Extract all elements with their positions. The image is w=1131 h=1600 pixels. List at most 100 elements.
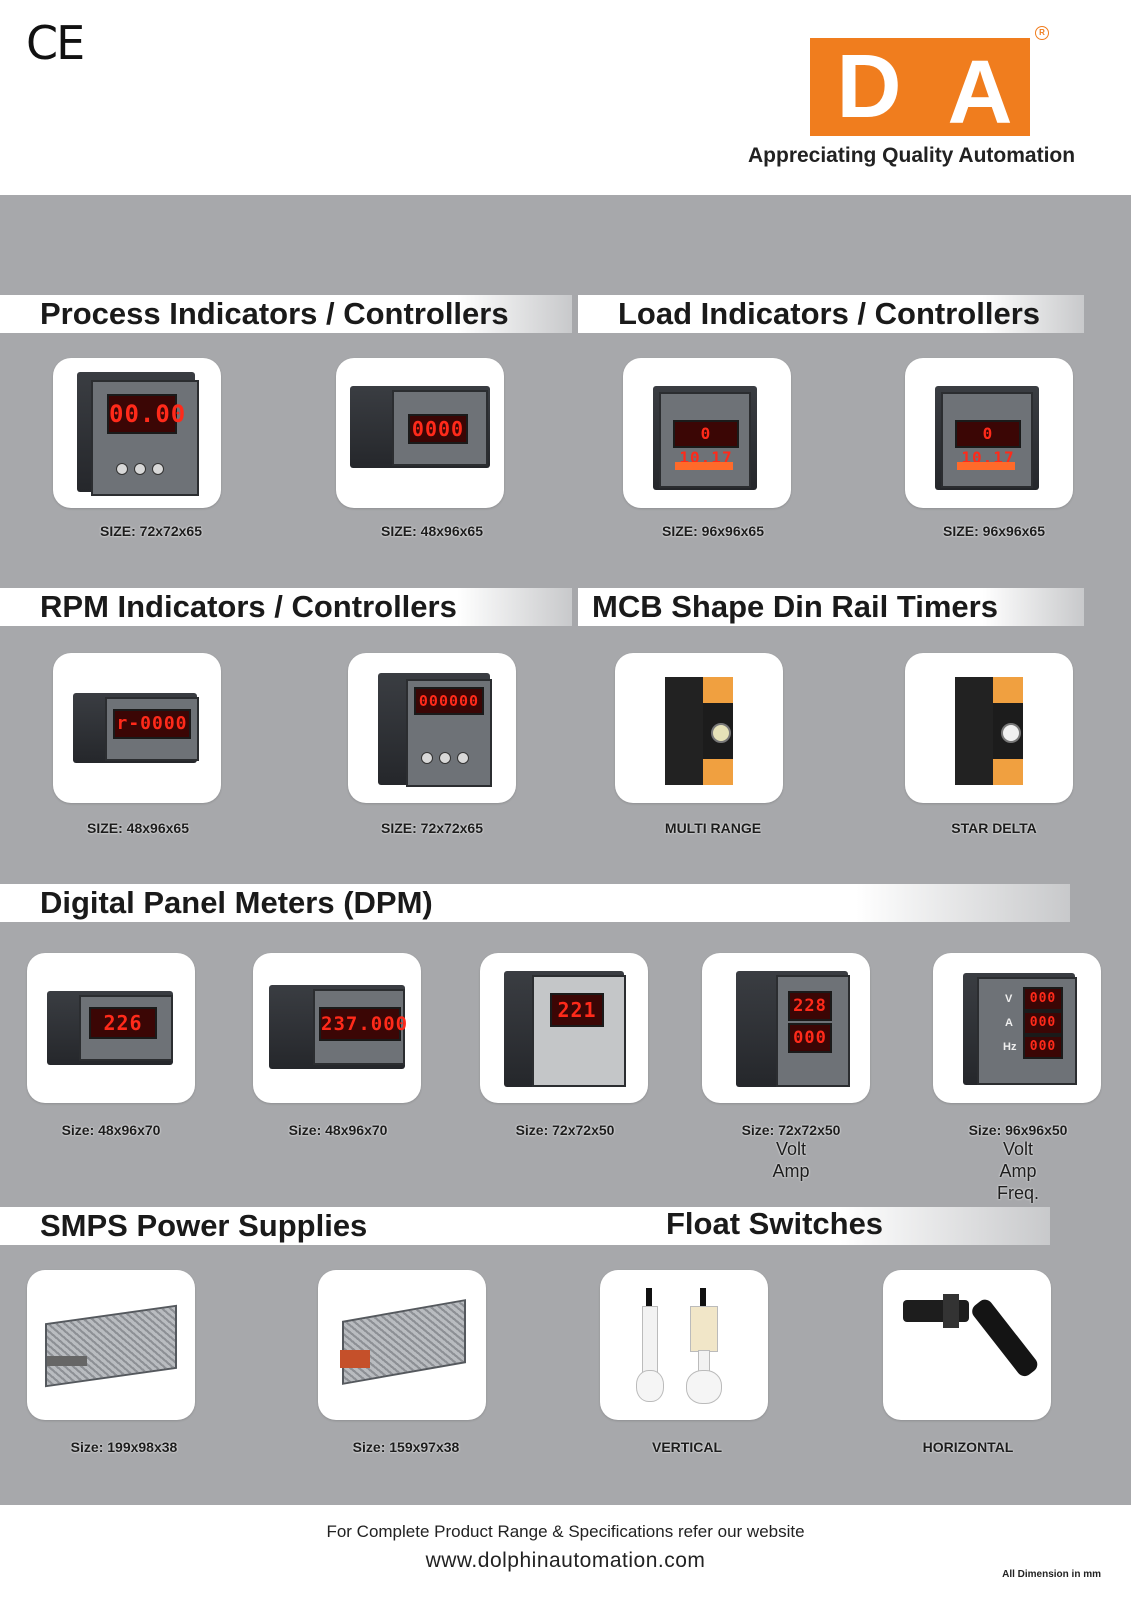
device-display-bottom: 000	[788, 1023, 832, 1053]
label-hz: Hz	[1003, 1041, 1017, 1053]
din-terminal-bottom	[993, 759, 1023, 785]
product-card-rpm-1[interactable]: r-0000	[53, 653, 221, 803]
caption-mcb-2: STAR DELTA	[951, 820, 1037, 836]
page-footer: For Complete Product Range & Specificati…	[0, 1505, 1131, 1600]
caption-dpm-1: Size: 48x96x70	[61, 1122, 161, 1138]
product-card-float-1[interactable]	[600, 1270, 768, 1420]
psu-body	[45, 1304, 177, 1388]
caption-process-2: SIZE: 48x96x65	[381, 523, 483, 539]
caption-load-2: SIZE: 96x96x65	[943, 523, 1045, 539]
registered-icon: R	[1035, 26, 1049, 40]
din-knob-icon	[1001, 723, 1021, 743]
float-ball	[636, 1370, 664, 1402]
din-rail-body	[665, 677, 703, 785]
din-knob-icon	[711, 723, 731, 743]
device-display-freq: 000	[1023, 1035, 1063, 1059]
section-bar-smps-float	[0, 1207, 1050, 1245]
product-card-dpm-5[interactable]: V A Hz 000 000 000	[933, 953, 1101, 1103]
product-card-rpm-2[interactable]: 000000	[348, 653, 516, 803]
label-a: A	[1005, 1017, 1013, 1029]
page-header: CE D A R Appreciating Quality Automation	[0, 0, 1131, 195]
din-terminal-bottom	[703, 759, 733, 785]
float-nut	[943, 1294, 959, 1328]
device-display-volt: 000	[1023, 987, 1063, 1011]
caption-smps-1: Size: 199x98x38	[70, 1439, 178, 1455]
device-display: 237.000	[319, 1007, 407, 1041]
device-display: 00.00	[107, 394, 185, 434]
product-card-dpm-3[interactable]: 221	[480, 953, 648, 1103]
device-display: 0 10.17	[955, 420, 1021, 467]
psu-terminals	[47, 1356, 87, 1366]
caption-float-2: HORIZONTAL	[922, 1439, 1014, 1455]
device-display: 0000	[408, 414, 468, 444]
website-link[interactable]: www.dolphinautomation.com	[425, 1549, 706, 1572]
section-title-mcb: MCB Shape Din Rail Timers	[592, 589, 998, 624]
din-rail-body	[955, 677, 993, 785]
float-housing	[903, 1300, 969, 1322]
device-buttons	[418, 751, 472, 769]
caption-dpm-3: Size: 72x72x50	[515, 1122, 615, 1138]
section-title-smps: SMPS Power Supplies	[40, 1208, 368, 1243]
device-display: 226	[89, 1007, 157, 1039]
device-display-amp: 000	[1023, 1011, 1063, 1035]
caption-dpm-5-freq: Freq.	[996, 1183, 1040, 1203]
device-display-top: 228	[788, 991, 832, 1021]
caption-dpm-2: Size: 48x96x70	[288, 1122, 388, 1138]
ce-mark-icon: CE	[26, 16, 85, 70]
dimension-note: All Dimension in mm	[1002, 1569, 1101, 1580]
device-face	[532, 975, 626, 1087]
product-card-dpm-1[interactable]: 226	[27, 953, 195, 1103]
label-v: V	[1005, 993, 1013, 1005]
product-card-dpm-4[interactable]: 228 000	[702, 953, 870, 1103]
float-cable	[646, 1288, 652, 1310]
product-card-smps-2[interactable]	[318, 1270, 486, 1420]
product-card-process-2[interactable]: 0000	[336, 358, 504, 508]
caption-dpm-4-amp: Amp	[772, 1161, 810, 1181]
section-bar-rpm	[0, 588, 572, 626]
device-display: r-0000	[113, 709, 191, 739]
caption-dpm-4-volt: Volt	[775, 1139, 807, 1159]
caption-process-1: SIZE: 72x72x65	[100, 523, 202, 539]
section-title-float: Float Switches	[666, 1206, 884, 1241]
footer-note: For Complete Product Range & Specificati…	[326, 1522, 805, 1541]
float-stem	[642, 1306, 658, 1378]
section-title-dpm: Digital Panel Meters (DPM)	[40, 885, 433, 920]
caption-dpm-5-volt: Volt	[1002, 1139, 1034, 1159]
section-bar-process	[0, 295, 572, 333]
tagline: Appreciating Quality Automation	[748, 144, 1076, 167]
device-display: 000000	[414, 687, 484, 715]
product-card-smps-1[interactable]	[27, 1270, 195, 1420]
din-terminal-top	[703, 677, 733, 703]
product-card-load-2[interactable]: 0 10.17	[905, 358, 1073, 508]
device-buttons	[113, 462, 167, 480]
section-bar-mcb	[578, 588, 1084, 626]
device-display: 221	[550, 993, 604, 1027]
product-card-mcb-1[interactable]	[615, 653, 783, 803]
caption-dpm-5: Size: 96x96x50	[968, 1122, 1068, 1138]
section-title-process: Process Indicators / Controllers	[40, 296, 509, 331]
float-ball	[686, 1370, 722, 1404]
product-card-load-1[interactable]: 0 10.17	[623, 358, 791, 508]
section-title-rpm: RPM Indicators / Controllers	[40, 589, 457, 624]
product-card-float-2[interactable]	[883, 1270, 1051, 1420]
device-led-bar	[675, 462, 733, 470]
caption-smps-2: Size: 159x97x38	[352, 1439, 460, 1455]
caption-mcb-1: MULTI RANGE	[664, 820, 762, 836]
caption-rpm-2: SIZE: 72x72x65	[381, 820, 483, 836]
product-card-process-1[interactable]: 00.00	[53, 358, 221, 508]
caption-float-1: VERTICAL	[652, 1439, 722, 1455]
float-cable	[700, 1288, 706, 1310]
product-card-mcb-2[interactable]	[905, 653, 1073, 803]
device-display: 0 10.17	[673, 420, 739, 467]
section-bar-load	[578, 295, 1084, 333]
caption-dpm-4: Size: 72x72x50	[741, 1122, 841, 1138]
din-terminal-top	[993, 677, 1023, 703]
logo-letter-a: A	[924, 38, 1030, 142]
logo-letter-d: D	[810, 38, 928, 136]
section-bar-dpm	[0, 884, 1070, 922]
caption-rpm-1: SIZE: 48x96x65	[87, 820, 189, 836]
product-card-dpm-2[interactable]: 237.000	[253, 953, 421, 1103]
caption-load-1: SIZE: 96x96x65	[662, 523, 764, 539]
float-top	[690, 1306, 718, 1352]
device-led-bar	[957, 462, 1015, 470]
